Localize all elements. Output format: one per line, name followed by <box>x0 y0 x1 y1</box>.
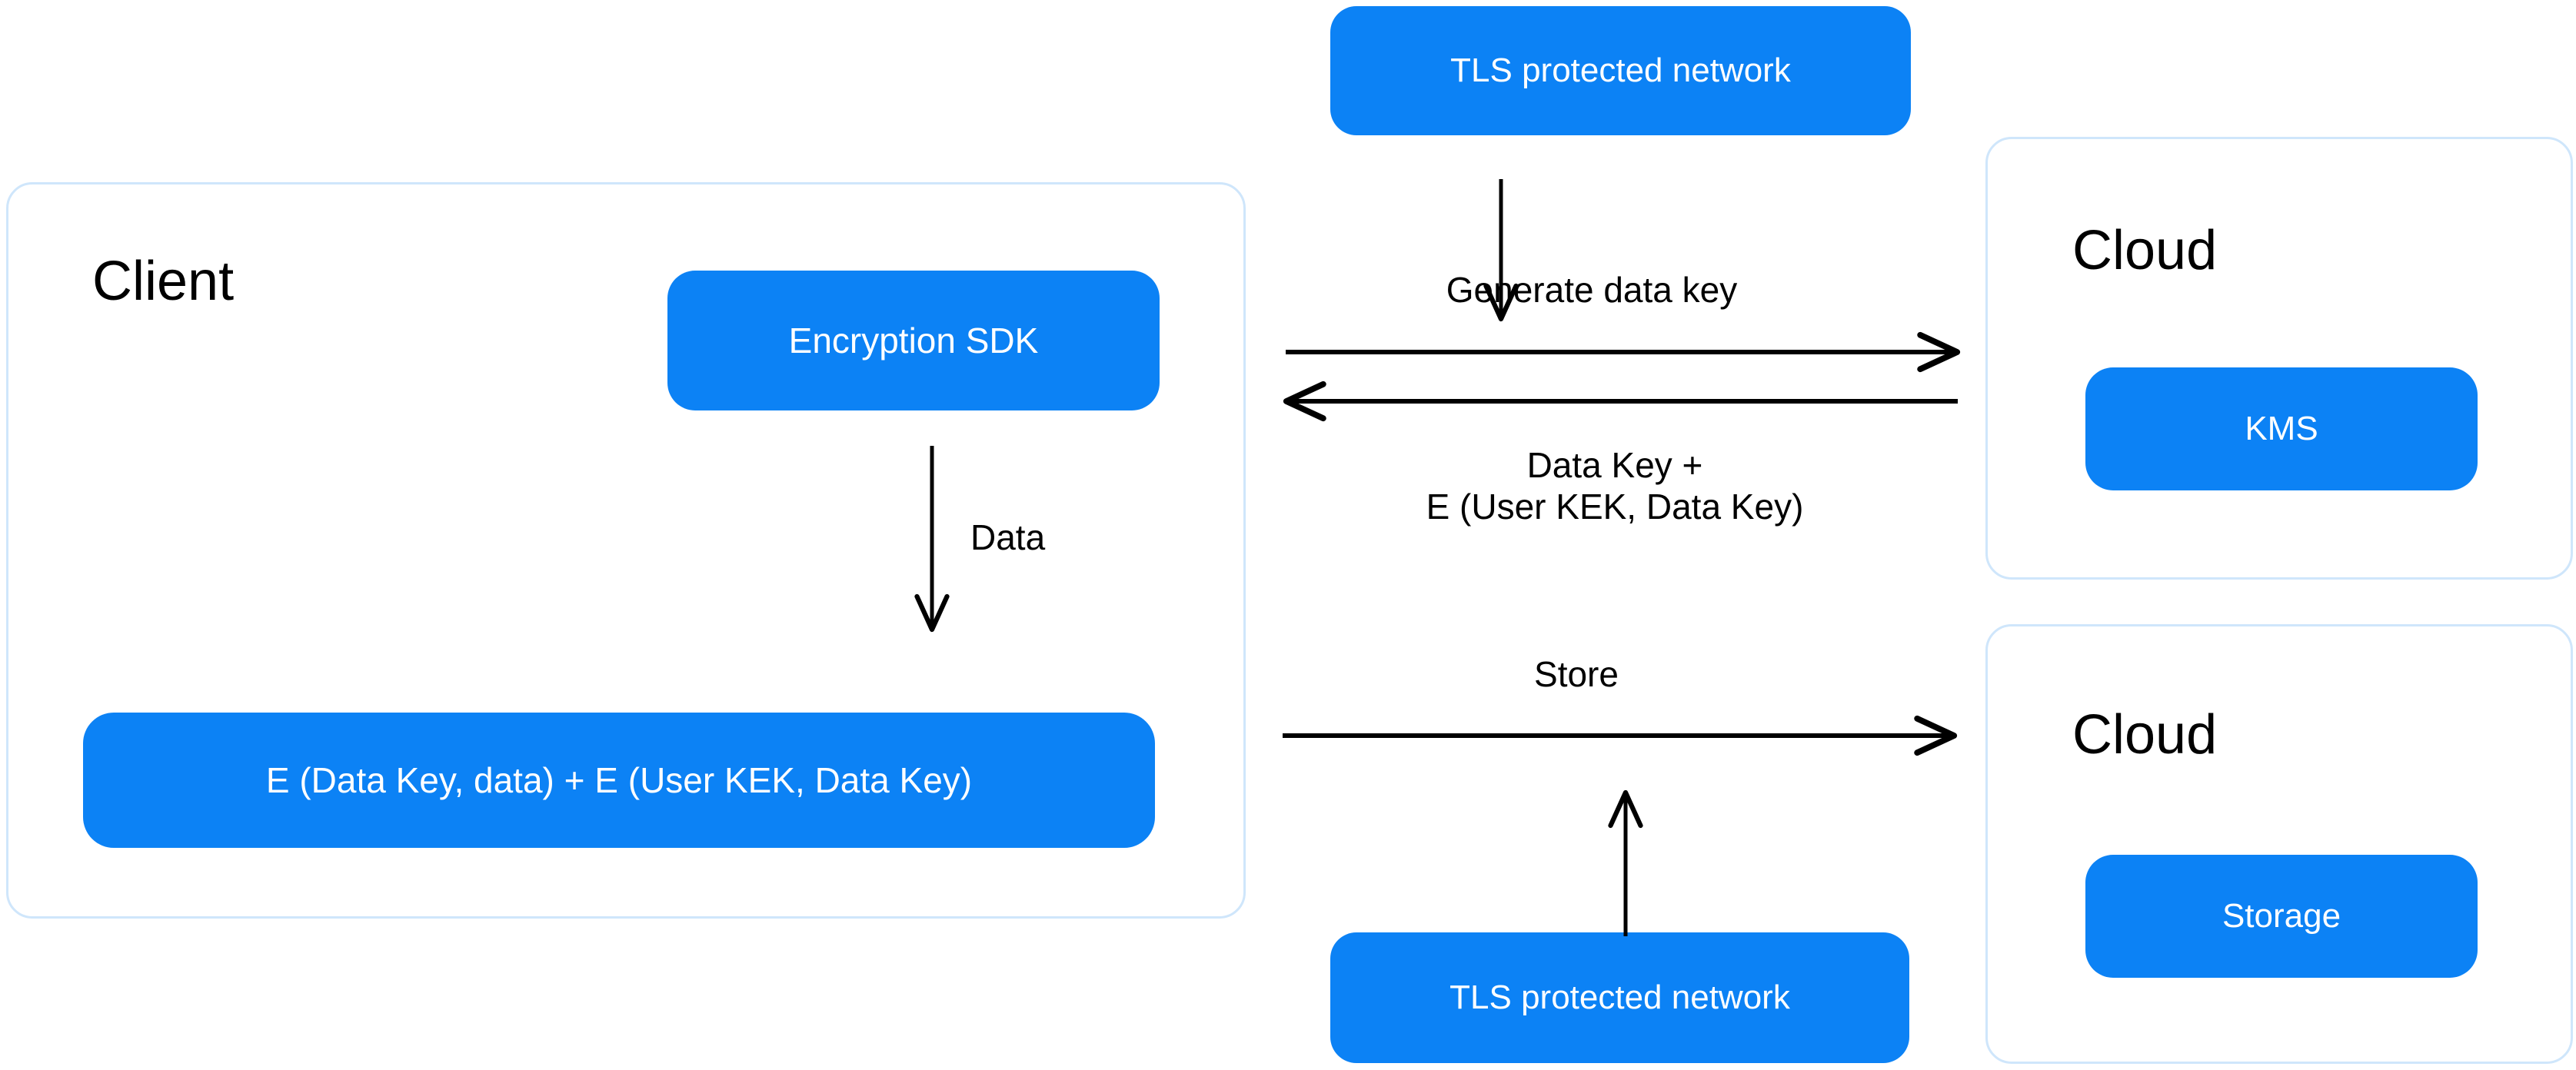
ciphertext-node[interactable]: E (Data Key, data) + E (User KEK, Data K… <box>83 713 1155 848</box>
encryption-sdk-node[interactable]: Encryption SDK <box>667 271 1160 410</box>
data-key-reply-line-2: E (User KEK, Data Key) <box>1426 487 1804 527</box>
tls-protected-network-bottom-node[interactable]: TLS protected network <box>1330 932 1909 1063</box>
data-key-reply-edge-label: Data Key + E (User KEK, Data Key) <box>1330 444 1899 528</box>
tls-protected-network-top-node[interactable]: TLS protected network <box>1330 6 1911 135</box>
storage-node[interactable]: Storage <box>2085 855 2478 978</box>
kms-node[interactable]: KMS <box>2085 367 2478 490</box>
cloud-storage-boundary-panel <box>1985 624 2573 1064</box>
generate-data-key-edge-label: Generate data key <box>1446 270 1738 310</box>
client-title: Client <box>92 251 235 312</box>
data-key-reply-line-1: Data Key + <box>1526 445 1703 485</box>
store-edge-label: Store <box>1534 654 1619 694</box>
cloud-kms-boundary-panel <box>1985 137 2573 580</box>
cloud-storage-title: Cloud <box>2072 704 2218 766</box>
data-edge-label: Data <box>970 517 1046 557</box>
cloud-kms-title: Cloud <box>2072 220 2218 281</box>
